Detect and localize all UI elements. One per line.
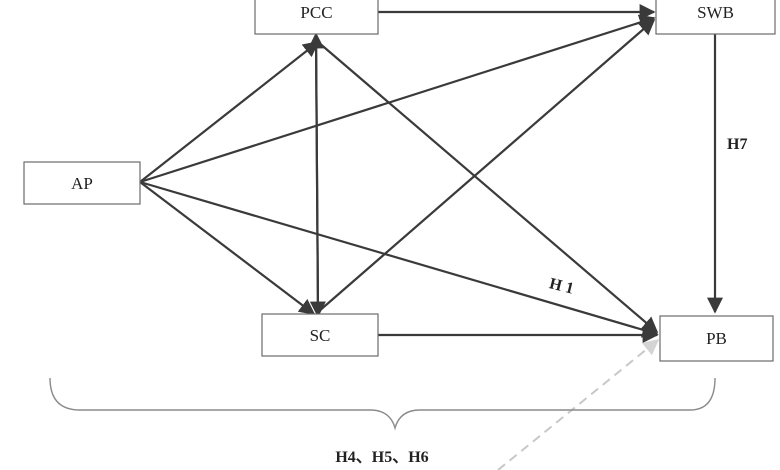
node-swb-label: SWB [697,3,734,22]
edge-ap-to-pb [139,180,659,338]
node-ap: AP [23,161,141,205]
edge-ap-to-swb [139,14,656,184]
node-pcc-label: PCC [300,3,332,22]
edge-pcc-to-pb [317,41,659,334]
edge-pcc-to-sc [309,35,326,318]
edge-sc-to-swb [317,18,656,313]
h1-label: H 1 [548,275,576,297]
edges [139,4,723,343]
node-ap-label: AP [71,174,93,193]
node-pb-label: PB [706,329,727,348]
grouping-brace [49,377,716,431]
h7-label: H7 [727,136,747,153]
node-pcc: PCC [254,0,379,35]
edge-ap-to-pcc [139,41,320,183]
node-sc: SC [261,313,379,357]
h4-h5-h6-label: H4、H5、H6 [335,449,428,466]
node-swb: SWB [655,0,776,35]
dashed-edge-to-pb [497,338,660,470]
node-pb: PB [659,315,774,362]
edge-ap-to-sc [139,181,316,315]
node-sc-label: SC [310,326,331,345]
